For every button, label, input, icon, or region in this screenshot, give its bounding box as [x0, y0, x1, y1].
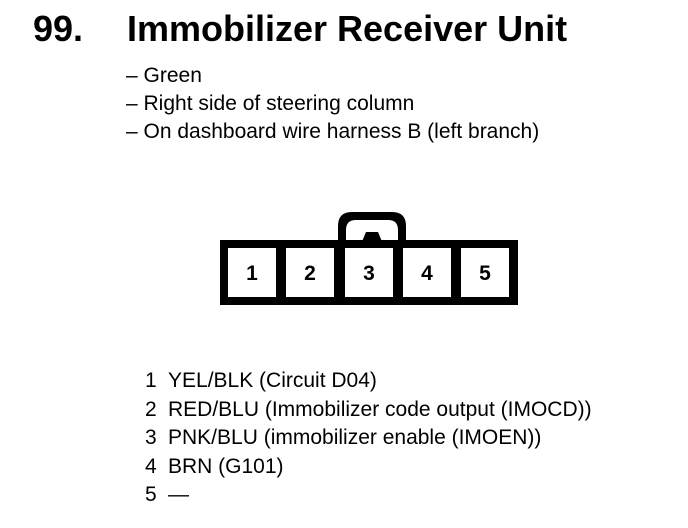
pin-number: 1	[145, 369, 157, 392]
connector-pin-number-1: 1	[246, 262, 258, 285]
pin-number: 5	[145, 483, 157, 506]
pin-number: 4	[145, 454, 157, 478]
location-notes: – Green – Right side of steering column …	[126, 62, 539, 146]
pin-description: —	[168, 483, 189, 506]
pin-row-4: 4 BRN (G101)	[145, 453, 592, 482]
connector-pin-cell-2	[286, 248, 334, 297]
pin-number: 3	[145, 426, 157, 449]
pin-legend: 1 YEL/BLK (Circuit D04) 2 RED/BLU (Immob…	[145, 367, 592, 510]
pin-description: YEL/BLK (Circuit D04)	[168, 369, 377, 392]
connector-pin-number-3: 3	[363, 262, 375, 285]
pin-description: PNK/BLU (immobilizer enable (IMOEN))	[168, 426, 542, 449]
pin-number: 2	[145, 397, 157, 421]
note-line-harness: – On dashboard wire harness B (left bran…	[126, 120, 540, 143]
heading-row: 99. Immobilizer Receiver Unit	[0, 7, 688, 51]
pin-description: BRN (G101)	[168, 454, 284, 478]
connector-pin-cell-5	[461, 248, 509, 297]
connector-pin-number-4: 4	[421, 262, 433, 285]
connector-pin-cell-4	[403, 248, 451, 297]
connector-latch-icon	[338, 212, 406, 244]
connector-pin-cell-3	[345, 248, 393, 297]
note-line-location: – Right side of steering column	[126, 92, 415, 115]
connector-pin-cell-1	[228, 248, 276, 297]
pin-row-2: 2 RED/BLU (Immobilizer code output (IMOC…	[145, 396, 592, 425]
note-line-color: – Green	[126, 64, 202, 87]
page-title: Immobilizer Receiver Unit	[127, 8, 568, 49]
connector-pin-number-5: 5	[479, 262, 491, 285]
section-number: 99.	[33, 8, 84, 49]
pin-row-5: 5 —	[145, 481, 592, 510]
pin-description: RED/BLU (Immobilizer code output (IMOCD)…	[168, 397, 592, 421]
connector-pin-number-2: 2	[304, 262, 316, 285]
pin-row-3: 3 PNK/BLU (immobilizer enable (IMOEN))	[145, 424, 592, 453]
pin-row-1: 1 YEL/BLK (Circuit D04)	[145, 367, 592, 396]
